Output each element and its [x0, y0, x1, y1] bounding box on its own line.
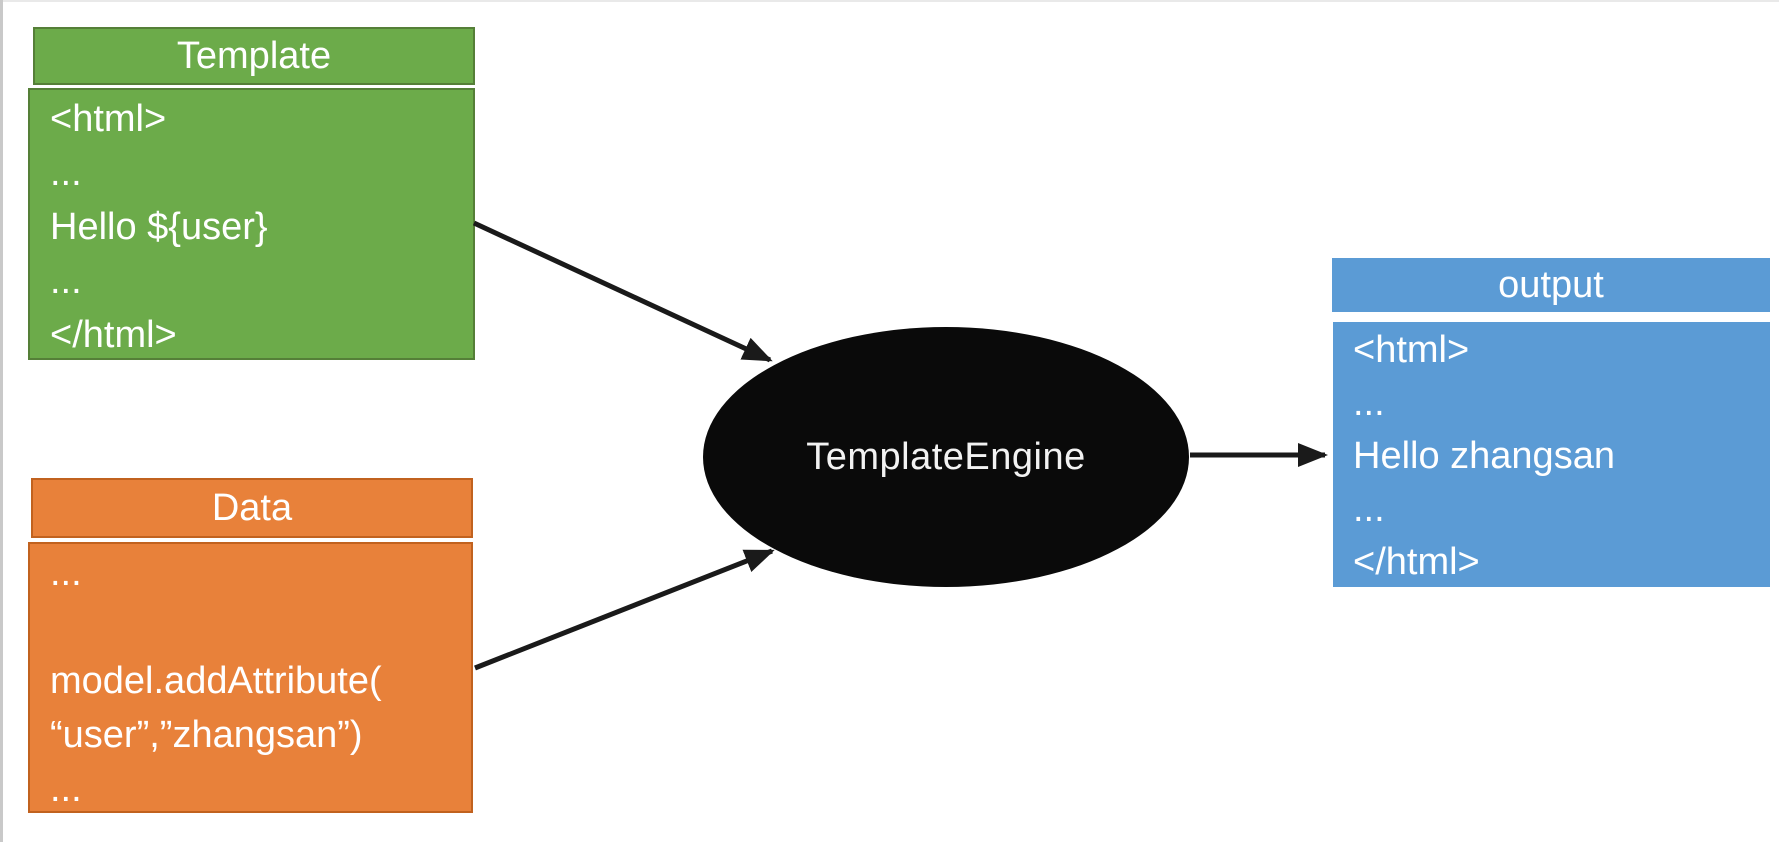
template-code-line: </html>: [50, 314, 177, 356]
output-code-line: Hello zhangsan: [1353, 435, 1615, 477]
arrow-template-to-engine: [472, 220, 773, 363]
output-box-title: output: [1498, 263, 1604, 306]
output-box-header: output: [1332, 258, 1770, 312]
output-code-line: ...: [1353, 488, 1385, 530]
template-engine-label: TemplateEngine: [806, 435, 1086, 478]
output-code-line: <html>: [1353, 329, 1470, 371]
output-box-body: <html> ... Hello zhangsan ... </html>: [1333, 322, 1770, 587]
left-edge-artifact: [0, 0, 3, 842]
template-code-line: Hello ${user}: [50, 206, 268, 248]
arrow-data-to-engine: [474, 548, 775, 671]
data-box-title: Data: [211, 486, 293, 529]
template-code-line: <html>: [50, 98, 167, 140]
data-box-body: ... model.addAttribute( “user”,”zhangsan…: [28, 542, 473, 813]
top-edge-artifact: [0, 0, 1779, 2]
data-code-line: “user”,”zhangsan”): [50, 714, 363, 756]
template-code-line: ...: [50, 260, 82, 302]
output-code-line: </html>: [1353, 541, 1480, 583]
template-box-body: <html> ... Hello ${user} ... </html>: [28, 88, 475, 360]
template-code-line: ...: [50, 152, 82, 194]
data-box-header: Data: [31, 478, 473, 538]
data-code-line: [50, 600, 471, 654]
template-box-header: Template: [33, 27, 475, 85]
template-engine-node: TemplateEngine: [703, 327, 1189, 587]
template-box-title: Template: [176, 34, 332, 77]
data-code-line: ...: [50, 768, 82, 810]
data-code-line: ...: [50, 552, 82, 594]
output-code-line: ...: [1353, 382, 1385, 424]
data-code-line: model.addAttribute(: [50, 660, 382, 702]
